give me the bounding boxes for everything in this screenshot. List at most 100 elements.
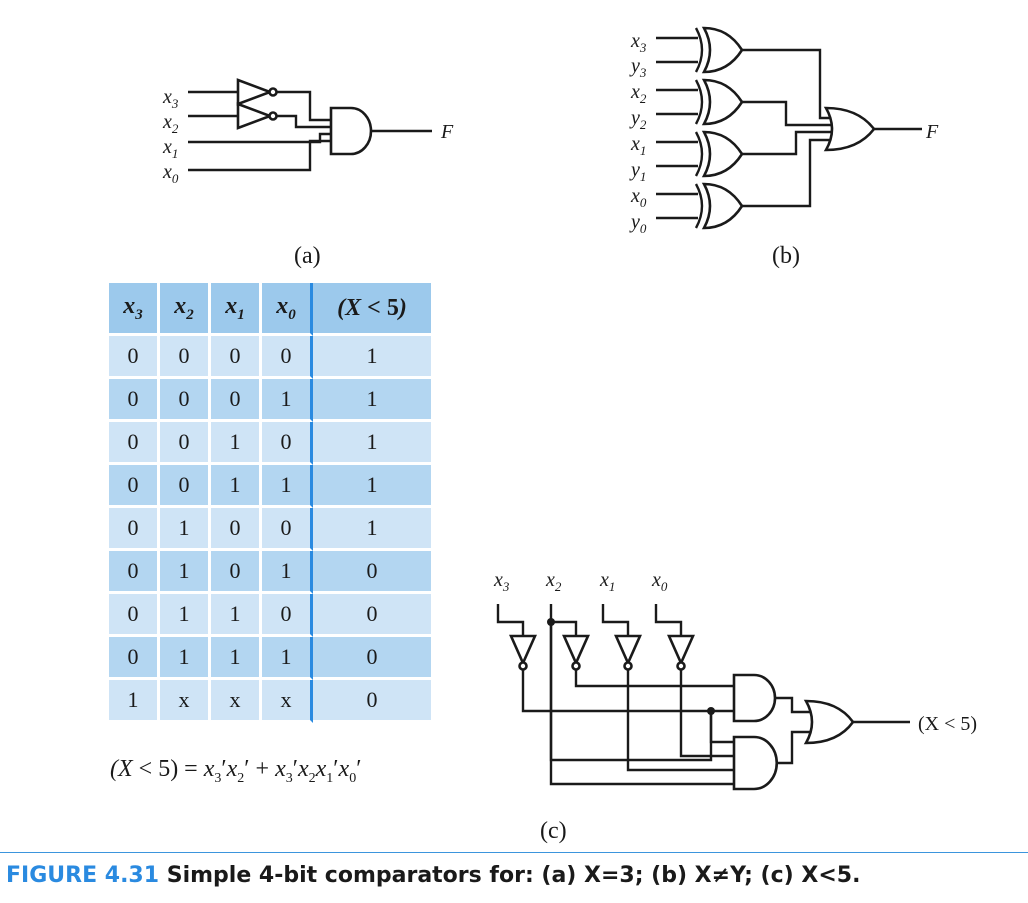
- header-x0: x0: [262, 283, 313, 336]
- table-cell: 0: [109, 594, 160, 637]
- table-cell: 1: [262, 637, 313, 680]
- and-gate: [732, 735, 779, 791]
- wire-junction: [547, 618, 555, 626]
- circuit-b: x3 y3 x2 y2 x1 y1 x0 y0 F (: [629, 26, 939, 269]
- table-cell: 0: [160, 336, 211, 379]
- panel-label-c: (c): [540, 818, 567, 844]
- table-cell: 1: [313, 465, 431, 508]
- table-cell: 0: [109, 551, 160, 594]
- table-cell: 0: [211, 551, 262, 594]
- panel-label-b: (b): [772, 243, 800, 269]
- table-cell: 1: [313, 336, 431, 379]
- truth-table-header: x3 x2 x1 x0 (X < 5): [109, 283, 431, 336]
- xor-gate: [694, 182, 744, 230]
- table-cell: 0: [109, 637, 160, 680]
- table-cell: 0: [211, 336, 262, 379]
- table-cell: 0: [109, 379, 160, 422]
- circuit-c-input-labels: x3 x2 x1 x0: [493, 569, 668, 594]
- xor-gate: [694, 78, 744, 126]
- table-cell: 0: [160, 465, 211, 508]
- table-cell: 1: [160, 594, 211, 637]
- panel-label-a: (a): [294, 243, 321, 269]
- table-cell: 1: [211, 422, 262, 465]
- header-x2: x2: [160, 283, 211, 336]
- table-cell: 0: [109, 508, 160, 551]
- table-cell: 1: [211, 637, 262, 680]
- figure-caption-text: Simple 4-bit comparators for: (a) X=3; (…: [166, 863, 861, 888]
- table-cell: 0: [109, 336, 160, 379]
- table-cell: 0: [262, 336, 313, 379]
- not-gate: [666, 634, 696, 671]
- output-label-f: F: [925, 121, 939, 143]
- header-output: (X < 5): [313, 283, 431, 336]
- circuit-a-input-labels: x3 x2 x1 x0: [162, 86, 179, 186]
- table-cell: 0: [160, 422, 211, 465]
- table-cell: x: [211, 680, 262, 723]
- not-gate: [508, 634, 538, 671]
- table-cell: 1: [109, 680, 160, 723]
- xor-gate: [694, 130, 744, 178]
- header-x1: x1: [211, 283, 262, 336]
- table-cell: 0: [211, 379, 262, 422]
- output-label-f: F: [440, 121, 454, 143]
- equation: (X < 5) = x3′x2′ + x3′x2x1′x0′: [110, 756, 362, 786]
- xor-gate: [694, 26, 744, 74]
- input-label-x3: x3: [162, 86, 179, 111]
- table-cell: 0: [313, 594, 431, 637]
- or-gate: [803, 699, 855, 745]
- figure-caption: FIGURE 4.31 Simple 4-bit comparators for…: [0, 852, 1028, 888]
- table-cell: 1: [262, 465, 313, 508]
- input-label-x2: x2: [545, 569, 562, 594]
- table-cell: 1: [211, 465, 262, 508]
- table-cell: 0: [109, 465, 160, 508]
- not-gate: [236, 78, 278, 106]
- output-label-x-lt-5: (X < 5): [918, 713, 977, 735]
- table-cell: 1: [160, 508, 211, 551]
- circuit-b-input-labels: x3 y3 x2 y2 x1 y1 x0 y0: [629, 30, 647, 236]
- table-cell: 0: [262, 508, 313, 551]
- table-cell: 1: [313, 422, 431, 465]
- table-cell: 1: [160, 637, 211, 680]
- table-cell: 1: [262, 379, 313, 422]
- circuit-a-wires: [188, 90, 432, 172]
- table-cell: 0: [262, 422, 313, 465]
- circuit-c: x3 x2 x1 x0 (X < 5) (c): [493, 569, 977, 844]
- wire-junction: [707, 707, 715, 715]
- table-cell: 0: [313, 551, 431, 594]
- input-label-x1: x1: [162, 136, 178, 161]
- and-gate: [732, 673, 777, 723]
- input-label-x0: x0: [651, 569, 668, 594]
- table-cell: 1: [313, 379, 431, 422]
- table-cell: 0: [313, 637, 431, 680]
- input-label-x2: x2: [162, 111, 179, 136]
- input-label-x3: x3: [630, 30, 647, 55]
- input-label-x2: x2: [630, 81, 647, 106]
- input-label-x1: x1: [599, 569, 615, 594]
- header-x3: x3: [109, 283, 160, 336]
- circuit-a: x3 x2 x1 x0 F (a): [162, 78, 454, 269]
- input-label-y2: y2: [629, 107, 647, 132]
- input-label-y3: y3: [629, 55, 647, 80]
- table-cell: 1: [262, 551, 313, 594]
- circuit-b-wires: [656, 36, 922, 220]
- table-cell: 0: [313, 680, 431, 723]
- not-gate: [236, 102, 278, 130]
- table-cell: x: [160, 680, 211, 723]
- input-label-x1: x1: [630, 133, 646, 158]
- table-cell: x: [262, 680, 313, 723]
- circuit-c-wires: [496, 604, 910, 786]
- input-label-x3: x3: [493, 569, 510, 594]
- table-cell: 1: [160, 551, 211, 594]
- table-cell: 1: [211, 594, 262, 637]
- input-label-y0: y0: [629, 211, 647, 236]
- or-gate: [823, 106, 876, 152]
